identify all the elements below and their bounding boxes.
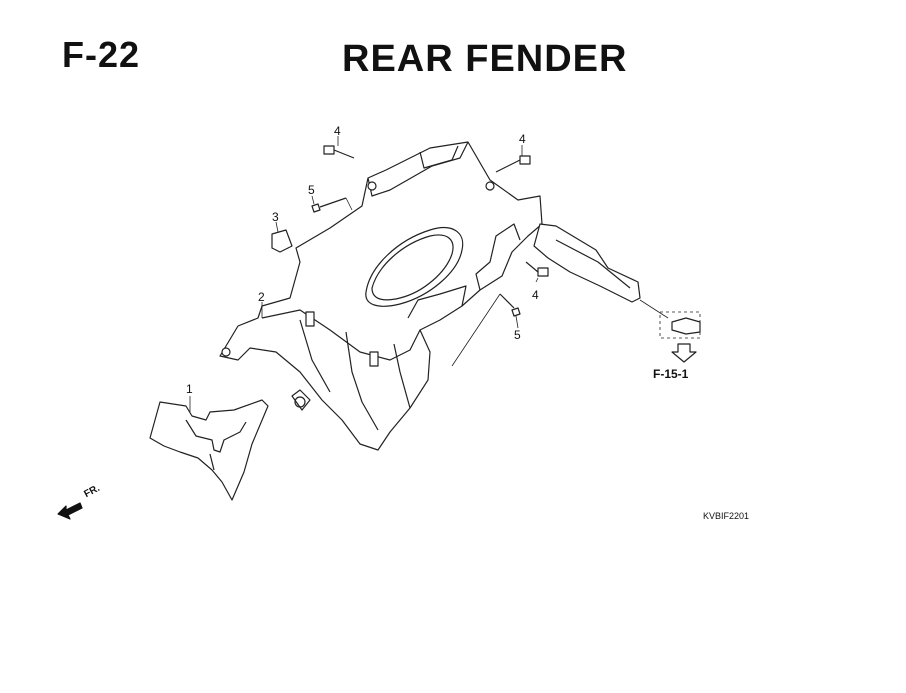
bolt-part-4-left [323,145,355,159]
bolt-part-4-right [495,155,531,173]
bolt-part-4-lower [525,261,549,277]
figure-id: KVBIF2201 [703,511,750,521]
front-arrow-icon [57,502,83,520]
clip-part [671,317,701,335]
part-1-splash-guard [149,399,269,501]
callout-4-lower: 4 [532,288,539,302]
callout-3: 3 [272,210,279,224]
callout-5-lower: 5 [514,328,521,342]
callout-5-upper: 5 [308,183,315,197]
screw-part-5-upper [311,197,347,213]
reference-code: F-15-1 [653,367,689,381]
page-title: REAR FENDER [342,38,628,80]
reference-arrow [671,343,697,363]
part-3-clip [271,229,293,253]
callout-2: 2 [258,290,265,304]
section-code: F-22 [62,34,141,75]
fender-rear-extension [533,223,641,303]
callout-1: 1 [186,382,193,396]
callout-4-left: 4 [334,124,341,138]
screw-part-5-lower [499,293,521,317]
callout-4-right: 4 [519,132,526,146]
